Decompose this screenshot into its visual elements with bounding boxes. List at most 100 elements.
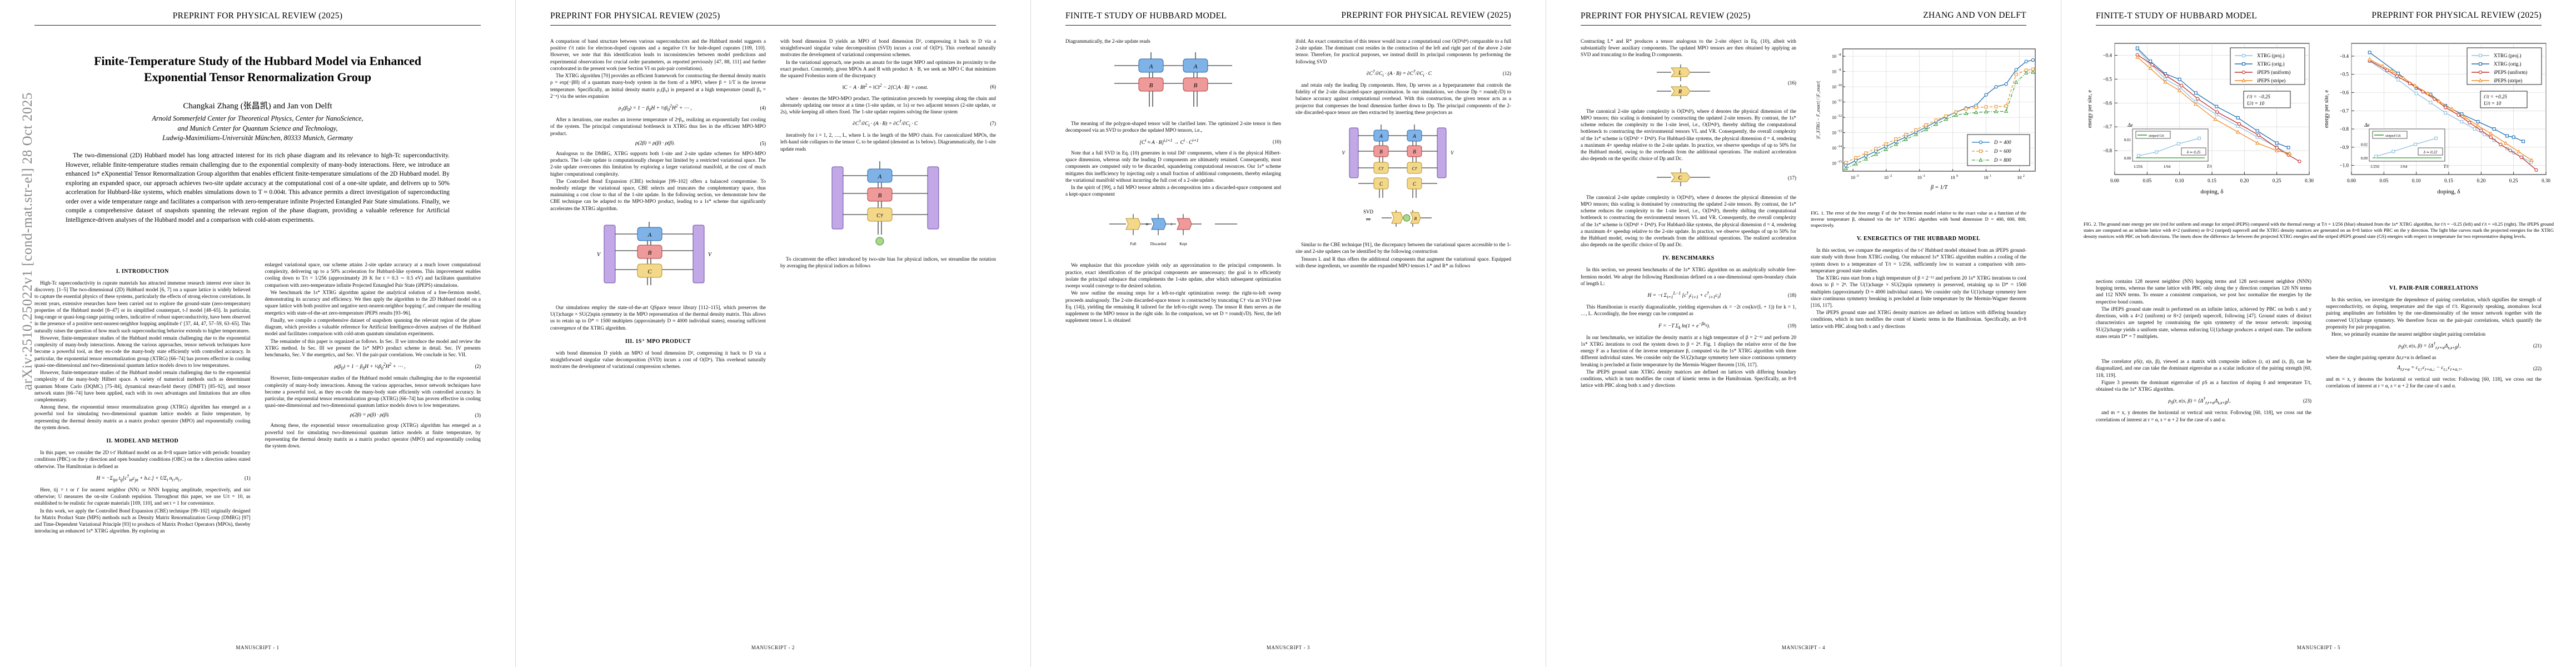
page4-col-left: Contracting L* and R* produces a tensor … (1581, 38, 1796, 621)
svg-text:1/64: 1/64 (2400, 165, 2408, 169)
section-heading-energetics: V. ENERGETICS OF THE HUBBARD MODEL (1856, 236, 1981, 242)
affiliation-line-1: Arnold Sommerfeld Center for Theoretical… (152, 115, 363, 123)
svg-text:R: R (1414, 216, 1417, 221)
tensor-diagram-projector: V V A B (550, 216, 766, 300)
svg-text:B: B (1149, 82, 1153, 89)
equation-body: H = −Σijσ tij[c†iσcjσ + h.c.] + UΣi ni↑n… (96, 473, 183, 482)
svg-text:10: 10 (1832, 84, 1836, 89)
equation-number: (16) (1788, 80, 1796, 86)
svg-text:C†: C† (876, 213, 884, 219)
paragraph: Our simulations employ the state-of-the-… (550, 304, 766, 331)
svg-text:−0.7: −0.7 (2103, 124, 2112, 130)
runhead-text: PREPRINT FOR PHYSICAL REVIEW (2025) (172, 11, 343, 21)
svg-text:1: 1 (1990, 175, 1991, 178)
runhead-rule (1065, 25, 1511, 26)
equation-18: H = −t Σi=1L−1 [c†ici+1 + c†i+1ci] (18) (1581, 291, 1796, 300)
svg-text:2: 2 (2023, 175, 2025, 178)
runhead-text-left: FINITE-T STUDY OF HUBBARD MODEL (1065, 11, 1227, 21)
section-heading-model: II. MODEL AND METHOD (106, 438, 179, 445)
svg-text:U/t = 10: U/t = 10 (2247, 101, 2265, 106)
svg-text:doping, δ: doping, δ (2437, 188, 2460, 195)
equation-5: ρ(2β) = ρ(β) · ρ(β). (5) (550, 141, 766, 146)
paragraph: The iPEPS ground state result is perform… (2096, 306, 2311, 339)
svg-text:V: V (1342, 150, 1346, 156)
equation-23: ρS(r, α|s, β) = ⟨Δ†r,r+αΔs,s+β⟩, (23) (2096, 396, 2311, 405)
equation-number: (19) (1788, 322, 1796, 328)
svg-text:A: A (1412, 133, 1416, 139)
paragraph: However, finite-temperature studies of t… (34, 335, 251, 368)
tensor-network-svg: = + Full Discarded Kept (1109, 214, 1237, 246)
svg-text:A: A (1379, 133, 1383, 139)
svg-text:C†: C† (1378, 166, 1384, 171)
paragraph: Among these, the exponential tensor reno… (265, 422, 481, 449)
equation-4: ρ1(β0) = 1 − β0H + ½β02H2 + ⋯ , (4) (550, 103, 766, 112)
svg-text:−0.9: −0.9 (2340, 145, 2349, 150)
figure-1-caption-text: The error of the free energy F of the fr… (1811, 210, 2026, 228)
svg-text:−0.4: −0.4 (2103, 52, 2112, 58)
paragraph: Here, we primarily examine the nearest n… (2331, 331, 2486, 337)
page-footer: MANUSCRIPT - 5 (2296, 645, 2341, 650)
paragraph: with bond dimension D yields an MPO of b… (780, 38, 996, 58)
equation-body: ρ(β0) = 1 − β0H + ½β02H2 + ⋯ , (334, 362, 406, 371)
paragraph: Here, tij = t or t' for nearest neighbor… (34, 486, 251, 506)
svg-text:-8: -8 (1838, 53, 1841, 57)
paragraph: After n iterations, one reaches an inver… (550, 117, 766, 136)
section-heading-introduction: I. INTRODUCTION (116, 268, 169, 275)
svg-text:0.30: 0.30 (2542, 178, 2550, 183)
svg-text:0.00: 0.00 (2110, 178, 2119, 183)
svg-text:1/64: 1/64 (2164, 165, 2171, 169)
equation-body: ρ1(β0) = 1 − β0H + ½β02H2 + ⋯ , (618, 103, 692, 113)
tensor-network-svg: V V A B (597, 221, 712, 285)
paragraph: Analogous to the DMRG, XTRG supports bot… (550, 150, 766, 177)
svg-text:-9: -9 (1838, 69, 1841, 72)
svg-text:|F_XTRG − F_exact| / |F_exact|: |F_XTRG − F_exact| / |F_exact| (1816, 81, 1821, 140)
page-3: FINITE-T STUDY OF HUBBARD MODEL PREPRINT… (1030, 0, 1546, 667)
equation-12: ∂C†/∂Ci · (A · B) = ∂C†/∂Ci · C (12) (1296, 69, 1511, 78)
paragraph: In this section, we investigate the depe… (2326, 297, 2542, 330)
svg-text:B: B (1413, 149, 1416, 155)
paragraph: Contracting L* and R* produces a tensor … (1581, 38, 1796, 58)
paragraph: The remainder of this paper is organized… (265, 338, 481, 358)
svg-text:−0.8: −0.8 (2340, 126, 2349, 132)
paragraph: The Controlled Bond Expansion (CBE) tech… (550, 178, 766, 211)
page2-col-right: with bond dimension D yields an MPO of b… (780, 38, 996, 621)
paragraph: We now outline the ensuing steps for a l… (1065, 290, 1281, 323)
paragraph: where · denotes the MPO-MPO product. The… (780, 95, 996, 115)
svg-text:C: C (647, 268, 652, 275)
svg-text:R: R (1677, 89, 1681, 95)
tensor-network-svg: C (1656, 168, 1710, 186)
title-line-2: Exponential Tensor Renormalization Group (144, 70, 371, 84)
svg-text:−0.8: −0.8 (2103, 148, 2112, 153)
svg-text:B: B (878, 192, 882, 199)
paragraph: In this work, we apply the Controlled Bo… (34, 507, 251, 534)
svg-text:10: 10 (1832, 146, 1836, 151)
affiliation-line-3: Ludwig-Maximilians-Universität München, … (162, 134, 353, 142)
svg-text:10: 10 (1832, 115, 1836, 120)
author-list: Changkai Zhang (张昌凯) and Jan von Delft (183, 102, 332, 111)
svg-text:XTRG (proj.): XTRG (proj.) (2494, 53, 2522, 58)
runhead-rule (550, 25, 996, 26)
page-2: PREPRINT FOR PHYSICAL REVIEW (2025) A co… (515, 0, 1030, 667)
svg-text:energy per site, e: energy per site, e (2324, 89, 2330, 128)
svg-text:V: V (597, 252, 601, 258)
paragraph: Note that a full SVD in Eq. (10) generat… (1065, 150, 1281, 183)
svg-text:T/t: T/t (2207, 164, 2213, 169)
svg-text:XTRG (proj.): XTRG (proj.) (2257, 53, 2285, 58)
equation-3: ρ(2β) = ρ(β) · ρ(β). (3) (265, 412, 481, 418)
tensor-diagram-2site-update: A A B B (1065, 49, 1281, 116)
svg-text:−0.6: −0.6 (2340, 90, 2349, 96)
figure-2-caption-text: The ground state energy per site (red fo… (2084, 221, 2554, 240)
runhead-rule (2096, 25, 2542, 26)
svg-text:-11: -11 (1837, 99, 1842, 103)
paragraph: nections contains 128 nearest neighbor (… (2096, 278, 2311, 305)
equation-number: (22) (2533, 365, 2542, 371)
equation-number: (17) (1788, 175, 1796, 181)
figure-1-caption: FIG. 1. The error of the free energy F o… (1811, 210, 2026, 228)
svg-text:=: = (1145, 222, 1149, 228)
svg-text:0.25: 0.25 (2273, 178, 2281, 183)
paragraph: The XTRG runs start from a high temperat… (1811, 275, 2026, 308)
svg-text:1/256: 1/256 (2370, 165, 2379, 169)
